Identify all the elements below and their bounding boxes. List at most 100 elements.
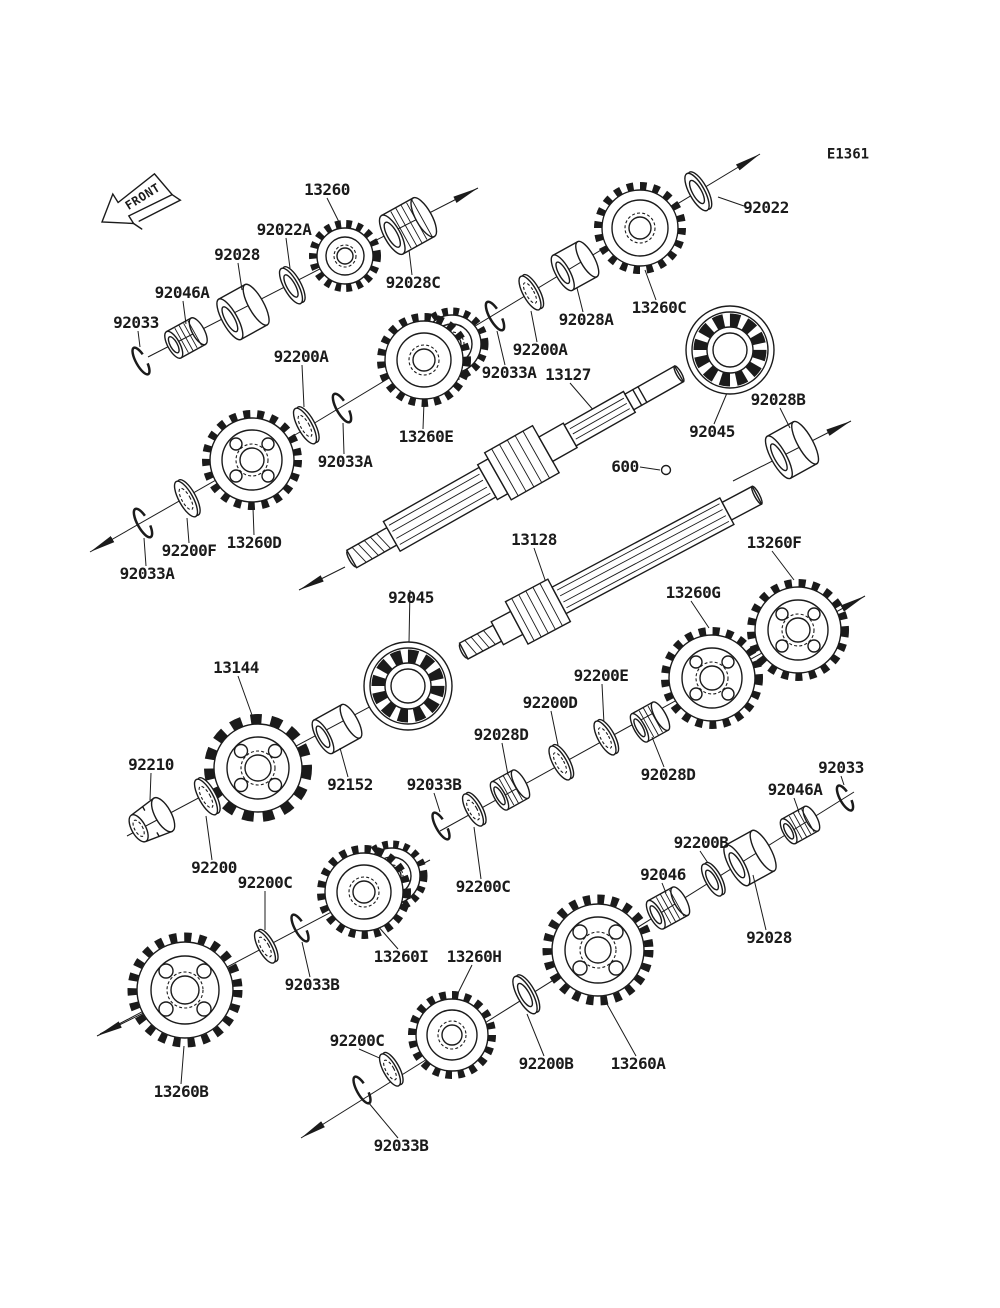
label-92200d: 92200D [522, 693, 578, 713]
part-92200c-washer-bottom [378, 1051, 404, 1087]
label-92200: 92200 [191, 858, 237, 878]
diagram-code: E1361 [826, 146, 870, 163]
part-92028-bushing-top [216, 283, 270, 341]
part-13127-input-shaft [345, 365, 685, 569]
part-92045-bearing-mid [363, 641, 453, 731]
label-92045-top: 92045 [689, 422, 735, 442]
part-13260c-gear [594, 182, 686, 274]
label-92033b-top: 92033B [406, 775, 462, 795]
label-92200c-right: 92200C [455, 877, 511, 897]
label-92028-top: 92028 [214, 245, 260, 265]
label-13260a: 13260A [610, 1054, 666, 1074]
label-92033a-left: 92033A [119, 564, 175, 584]
label-92200b-bottom: 92200B [518, 1054, 574, 1074]
label-92028d-left: 92028D [473, 725, 529, 745]
part-92033a-circlip-mid [331, 392, 353, 424]
label-92033b-bottom: 92033B [373, 1136, 429, 1156]
part-92028c-needle-cage [378, 196, 438, 256]
label-92033b-mid: 92033B [284, 975, 340, 995]
label-13260e: 13260E [398, 427, 454, 447]
label-92033-top: 92033 [113, 313, 159, 333]
part-13260i-gear-front [317, 845, 411, 939]
label-92022: 92022 [743, 198, 789, 218]
label-600: 600 [611, 457, 639, 477]
part-92200e-washer [593, 718, 620, 756]
part-92022a-washer [278, 266, 306, 305]
label-92200e: 92200E [573, 666, 629, 686]
part-92152-bushing [311, 703, 363, 755]
label-92022a: 92022A [256, 220, 312, 240]
label-92200a-left: 92200A [273, 347, 329, 367]
label-92200a-right: 92200A [512, 340, 568, 360]
part-92033a-circlip-left [132, 507, 154, 539]
part-13260b-gear [127, 932, 243, 1048]
part-13260e-gear-front [377, 313, 471, 407]
label-13260g: 13260G [665, 583, 721, 603]
part-92200f-washer [173, 479, 201, 518]
part-13260a-gear [542, 894, 654, 1006]
label-92046: 92046 [640, 865, 686, 885]
part-92046-needle-bearing [645, 886, 691, 930]
part-92028a-bushing [550, 240, 600, 292]
label-13260f: 13260F [746, 533, 802, 553]
part-92028d-needle-bearing-right [629, 701, 671, 743]
label-92033a-right: 92033A [481, 363, 537, 383]
part-92033b-circlip-top [431, 811, 451, 841]
label-92046a-top: 92046A [154, 283, 210, 303]
part-92046a-needle-bearing-bottom [779, 805, 821, 845]
label-13128: 13128 [511, 530, 557, 550]
part-92028-bushing-bottom [723, 829, 777, 887]
label-92152: 92152 [327, 775, 373, 795]
part-92022-washer [684, 171, 713, 212]
part-92028d-needle-bearing-left [489, 769, 531, 811]
part-92033-circlip-top [131, 346, 151, 376]
label-leader-lines [137, 196, 845, 1139]
part-92033b-circlip-bottom [352, 1075, 372, 1105]
label-92028a: 92028A [558, 310, 614, 330]
part-92033b-circlip-mid [290, 913, 310, 943]
part-13260g-gear [661, 627, 763, 729]
label-13144: 13144 [213, 658, 259, 678]
label-92028c: 92028C [385, 273, 441, 293]
front-arrow: FRONT [100, 172, 182, 230]
label-13260i: 13260I [373, 947, 429, 967]
label-92028b: 92028B [750, 390, 806, 410]
part-92033-circlip-bottom-right [835, 784, 855, 812]
label-92210: 92210 [128, 755, 174, 775]
part-92200a-washer-left [292, 406, 320, 445]
label-13260b: 13260B [153, 1082, 209, 1102]
part-92200d-washer [548, 743, 575, 781]
label-92200c-bottom: 92200C [329, 1031, 385, 1051]
part-13128-output-shaft [458, 485, 763, 660]
part-92033a-circlip-right [484, 300, 506, 332]
label-13127: 13127 [545, 365, 591, 385]
part-13260-gear [309, 220, 381, 292]
part-13260d-gear [202, 410, 302, 510]
part-92200-washer [193, 777, 221, 816]
label-13260d: 13260D [226, 533, 282, 553]
part-92200b-washer-bottom [512, 974, 541, 1015]
part-92045-bearing-top [685, 305, 775, 395]
label-13260c: 13260C [631, 298, 687, 318]
label-92028-bottom: 92028 [746, 928, 792, 948]
part-92028b-bushing [764, 420, 820, 480]
label-92033-bottom-right: 92033 [818, 758, 864, 778]
part-92200c-washer-left [253, 928, 279, 964]
part-600-ball [660, 464, 672, 476]
part-13260f-gear [747, 579, 849, 681]
label-92046a-bottom: 92046A [767, 780, 823, 800]
label-13260h: 13260H [446, 947, 502, 967]
part-92210-nut [128, 796, 176, 843]
part-13144-sprocket-gear [204, 714, 312, 822]
label-92200b-right: 92200B [673, 833, 729, 853]
part-92200a-washer-right [518, 273, 545, 311]
label-92033a-mid: 92033A [317, 452, 373, 472]
label-13260: 13260 [304, 180, 350, 200]
part-92200c-washer-right [461, 791, 487, 827]
label-92028d-right: 92028D [640, 765, 696, 785]
label-92200f: 92200F [161, 541, 217, 561]
label-92045-mid: 92045 [388, 588, 434, 608]
label-92200c-left: 92200C [237, 873, 293, 893]
